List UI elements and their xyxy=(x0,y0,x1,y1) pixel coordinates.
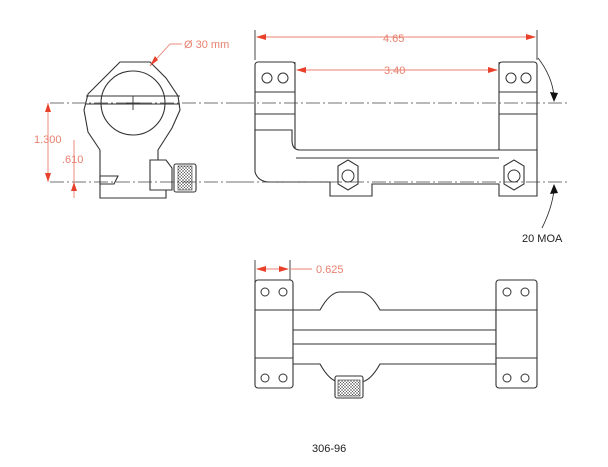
elevation-label: 20 MOA xyxy=(522,233,563,245)
ring-screw-icon xyxy=(261,72,273,84)
center-height-label: 1.300 xyxy=(34,134,62,146)
ring-spacing-label: 3.40 xyxy=(384,65,405,77)
mount-base-top xyxy=(289,291,497,383)
mount-base-side xyxy=(254,129,538,197)
side-view: 4.65 3.40 20 MOA xyxy=(240,30,568,245)
top-view: 0.625 xyxy=(254,260,538,399)
part-number: 306-96 xyxy=(312,443,346,455)
rear-ring-top xyxy=(495,279,538,389)
ring-diameter-label: Ø 30 mm xyxy=(184,39,229,51)
front-ring-top xyxy=(254,279,294,389)
angle-arc-bottom xyxy=(541,189,555,229)
ring-width-label: 0.625 xyxy=(316,264,344,276)
base-height-label: .610 xyxy=(62,154,83,166)
front-view: Ø 30 mm 1.300 .610 xyxy=(34,39,240,199)
angle-arc-top xyxy=(537,57,555,97)
overall-length-label: 4.65 xyxy=(383,33,404,45)
